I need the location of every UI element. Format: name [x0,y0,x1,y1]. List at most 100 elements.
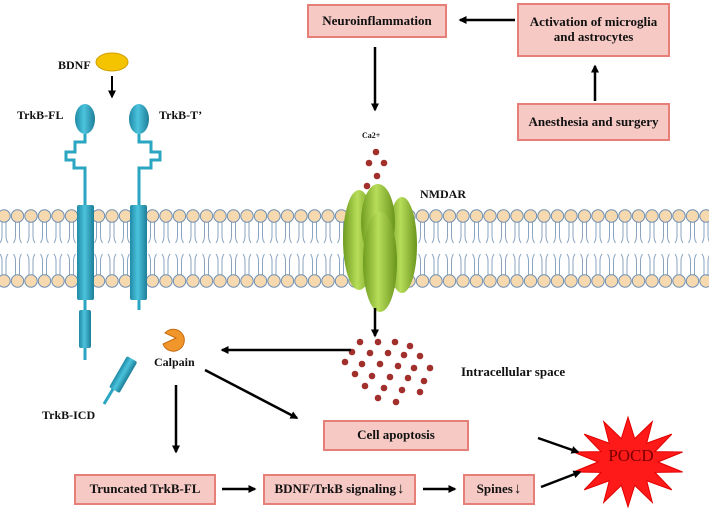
lipid-tail [661,222,670,244]
lipid-tail [202,253,211,275]
lipid-tail [26,222,36,244]
lipid-tail [418,222,427,244]
lipid-tail [229,222,238,244]
lipid-head [469,209,484,223]
trkb-fl-label: TrkB-FL [17,108,64,122]
calcium-ion [420,377,428,385]
lipid-tail [283,222,292,244]
lipid-head [429,209,443,223]
calcium-ion [406,342,414,350]
truncated-trkb-box: Truncated TrkB-FL [74,474,216,505]
lipid-tail [539,222,549,244]
lipid-head [321,209,335,223]
calcium-ion [386,373,394,381]
lipid-tail [526,222,535,244]
nmdar-channel-icon [343,184,417,312]
lipid-head [186,209,200,223]
calcium-ion [361,382,369,390]
lipid-head [334,274,349,288]
lipid-tail [121,222,130,244]
arrow-calpain-to-apoptosis [204,368,299,420]
lipid-tail [593,222,603,244]
lipid-tail [215,253,225,275]
lipid-tail [526,253,535,275]
lipid-head [172,209,187,223]
lipid-head [267,274,281,288]
lipid-head [456,209,470,223]
lipid-tail [53,222,63,244]
lipid-tail [94,253,103,275]
lipid-head [550,209,565,223]
lipid-tail [539,253,549,275]
lipid-head [523,209,538,223]
lipid-tail [499,253,508,275]
calcium-ion [366,349,374,357]
lipid-tail [269,222,279,244]
lipid-head [631,209,646,223]
lipid-head [415,274,430,288]
lipid-head [321,274,335,288]
pocd-label: POCD [608,446,654,465]
lipid-head [213,274,227,288]
neuroinflammation-box: Neuroinflammation [307,4,447,38]
lipid-head [591,274,605,288]
lipid-tail [26,253,36,275]
lipid-head [307,274,322,288]
lipid-head [672,274,686,288]
lipid-head [496,209,511,223]
anesthesia-label: Anesthesia and surgery [528,113,659,129]
lipid-head [483,274,497,288]
lipid-head [591,209,605,223]
lipid-tail [202,222,211,244]
lipid-head [91,274,106,288]
lipid-tail [485,222,495,244]
signaling-label: BDNF/TrkB signaling [274,481,396,497]
lipid-head [186,274,200,288]
calcium-ion [416,352,424,360]
lipid-head [0,274,11,288]
lipid-head [510,209,524,223]
bdnf-label: BDNF [58,58,91,72]
trkb-t-label: TrkB-T’ [159,108,203,122]
lipid-head [51,209,65,223]
calcium-ion [365,159,373,167]
arrow-apoptosis-to-pocd [537,436,580,454]
lipid-tail [593,253,603,275]
cell-apoptosis-label: Cell apoptosis [357,427,435,443]
calcium-ion [380,384,388,392]
lipid-tail [553,253,562,275]
lipid-tail [566,222,576,244]
anesthesia-surgery-box: Anesthesia and surgery [517,103,670,141]
calcium-ion [392,398,400,406]
lipid-head [442,274,457,288]
lipid-head [51,274,65,288]
calcium-ion [351,370,359,378]
lipid-head [91,209,106,223]
calcium-ion [356,338,364,346]
lipid-head [280,209,295,223]
calcium-ion [374,394,382,402]
lipid-tail [0,222,9,244]
lipid-tail [431,222,441,244]
lipid-head [172,274,187,288]
trkb-t-receptor-icon [129,104,162,310]
lipid-tail [674,253,684,275]
lipid-tail [323,253,333,275]
lipid-head [37,274,52,288]
lipid-head [0,209,11,223]
lipid-head [658,209,673,223]
lipid-head [199,209,214,223]
lipid-tail [688,253,697,275]
lipid-head [307,209,322,223]
lipid-tail [607,222,616,244]
lipid-head [199,274,214,288]
calcium-ion [398,386,406,394]
lipid-head [699,274,709,288]
lipid-head [226,274,241,288]
calcium-ions-intracellular [341,338,434,406]
lipid-head [294,209,308,223]
calcium-ion [426,364,434,372]
lipid-tail [296,253,306,275]
trkb-icd-fragment-icon [102,356,137,405]
lipid-tail [296,222,306,244]
